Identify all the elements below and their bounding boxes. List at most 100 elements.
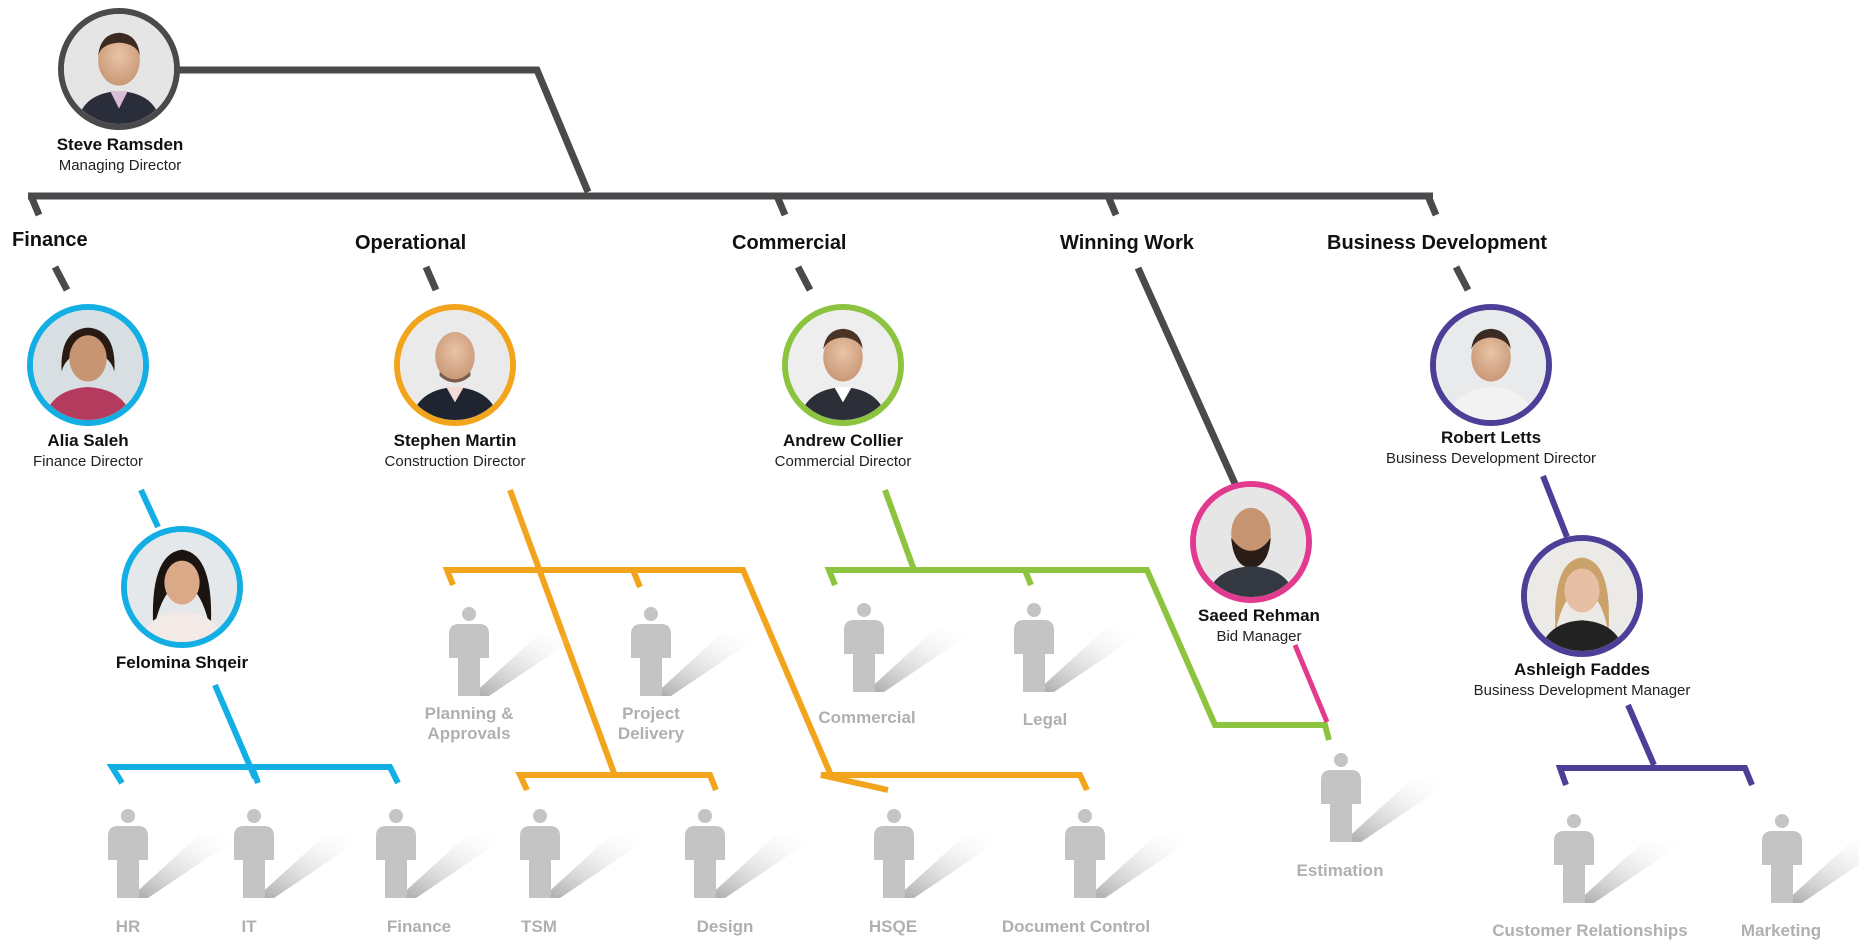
- robert-role: Business Development Director: [1385, 450, 1597, 467]
- person-body: [1321, 770, 1361, 842]
- person-head: [533, 809, 547, 823]
- team-label-it: IT: [241, 917, 257, 936]
- bid-connectors: [1292, 644, 1330, 723]
- person-head: [462, 607, 476, 621]
- alia-role: Finance Director: [32, 453, 144, 470]
- ceo-connector: [175, 66, 592, 194]
- team-label-hr: HR: [115, 917, 141, 936]
- team-label-customer-relationships: Customer Relationships: [1492, 921, 1688, 940]
- saeed-role: Bid Manager: [1216, 628, 1302, 645]
- person-shadow: [896, 836, 1006, 898]
- team-label-document-control: Document Control: [1001, 917, 1151, 936]
- person-placeholder-icon: [1762, 814, 1859, 903]
- exec-drop-commercial: [1104, 194, 1120, 217]
- person-shadow: [1036, 630, 1146, 692]
- robert-name: Robert Letts: [1440, 428, 1542, 447]
- avatar-felomina-shqeir: [121, 526, 243, 648]
- commercial-connectors: [824, 488, 1332, 741]
- person-shadow: [1576, 841, 1686, 903]
- team-label-marketing: Marketing: [1740, 921, 1822, 940]
- person-placeholder-icon: [844, 603, 976, 692]
- dept-business-development: Business Development: [1327, 232, 1548, 254]
- person-shadow: [1784, 841, 1859, 903]
- business-development-tick: [1452, 265, 1472, 292]
- person-head: [1567, 814, 1581, 828]
- person-shadow: [130, 836, 240, 898]
- exec-drop-finance: [27, 194, 43, 217]
- stephen-label: Stephen Martin Construction Director: [385, 431, 526, 470]
- portrait-icon: [1527, 541, 1637, 651]
- avatar-stephen-martin: [394, 304, 516, 426]
- avatar-alia-saleh: [27, 304, 149, 426]
- team-label-planning-line2: Approvals: [427, 724, 511, 743]
- avatar-steve-ramsden: [58, 8, 180, 130]
- person-body: [449, 624, 489, 696]
- person-shadow: [471, 634, 581, 696]
- person-head: [1027, 603, 1041, 617]
- person-head: [698, 809, 712, 823]
- person-shadow: [398, 836, 508, 898]
- stephen-role: Construction Director: [384, 453, 526, 470]
- person-body: [1014, 620, 1054, 692]
- dept-finance: Finance: [12, 229, 88, 251]
- operational-tick: [422, 265, 440, 292]
- saeed-name: Saeed Rehman: [1198, 606, 1320, 625]
- person-body: [685, 826, 725, 898]
- executive-connectors: [27, 66, 1472, 488]
- person-placeholder-icon: [520, 809, 652, 898]
- person-head: [857, 603, 871, 617]
- dept-commercial: Commercial: [732, 232, 847, 254]
- person-placeholder-icon: [631, 607, 763, 696]
- person-body: [520, 826, 560, 898]
- andrew-name: Andrew Collier: [783, 431, 903, 450]
- team-label-legal: Legal: [1022, 710, 1068, 729]
- ashleigh-label: Ashleigh Faddes Business Development Man…: [1474, 660, 1691, 699]
- team-label-finance: Finance: [386, 917, 452, 936]
- person-shadow: [542, 836, 652, 898]
- portrait-icon: [33, 310, 143, 420]
- ceo-label: Steve Ramsden Managing Director: [57, 135, 184, 174]
- avatar-ashleigh-faddes: [1521, 535, 1643, 657]
- person-head: [247, 809, 261, 823]
- person-placeholder-icon: [1321, 753, 1453, 842]
- ceo-role: Managing Director: [58, 157, 182, 174]
- team-label-design: Design: [696, 917, 754, 936]
- winning-work-line: [1134, 266, 1240, 488]
- ashleigh-name: Ashleigh Faddes: [1513, 660, 1651, 679]
- portrait-icon: [1436, 310, 1546, 420]
- person-head: [1078, 809, 1092, 823]
- person-placeholder-icon: [685, 809, 817, 898]
- stephen-name: Stephen Martin: [393, 431, 517, 450]
- person-body: [376, 826, 416, 898]
- person-placeholder-icon: [234, 809, 366, 898]
- person-head: [121, 809, 135, 823]
- person-body: [1065, 826, 1105, 898]
- commercial-tick: [794, 265, 814, 292]
- team-label-project-line1: Project: [622, 704, 680, 723]
- alia-name: Alia Saleh: [47, 431, 129, 450]
- saeed-label: Saeed Rehman Bid Manager: [1198, 606, 1320, 645]
- person-placeholder-icon: [376, 809, 508, 898]
- portrait-icon: [64, 14, 174, 124]
- avatar-andrew-collier: [782, 304, 904, 426]
- dept-winning-work: Winning Work: [1060, 232, 1194, 254]
- andrew-role: Commercial Director: [774, 453, 912, 470]
- person-body: [234, 826, 274, 898]
- person-placeholder-icon: [874, 809, 1006, 898]
- ceo-name: Steve Ramsden: [56, 135, 184, 154]
- felomina-label: Felomina Shqeir: [116, 653, 248, 673]
- person-head: [1334, 753, 1348, 767]
- operational-connectors: [442, 488, 1090, 793]
- person-placeholder-icon: [449, 607, 581, 696]
- andrew-label: Andrew Collier Commercial Director: [775, 431, 912, 470]
- dept-operational: Operational: [355, 232, 467, 254]
- person-placeholder-icon: [1554, 814, 1686, 903]
- person-body: [1554, 831, 1594, 903]
- robert-label: Robert Letts Business Development Direct…: [1386, 428, 1596, 467]
- person-body: [874, 826, 914, 898]
- team-label-tsm: TSM: [521, 917, 557, 936]
- felomina-name: Felomina Shqeir: [115, 653, 249, 672]
- person-head: [1775, 814, 1789, 828]
